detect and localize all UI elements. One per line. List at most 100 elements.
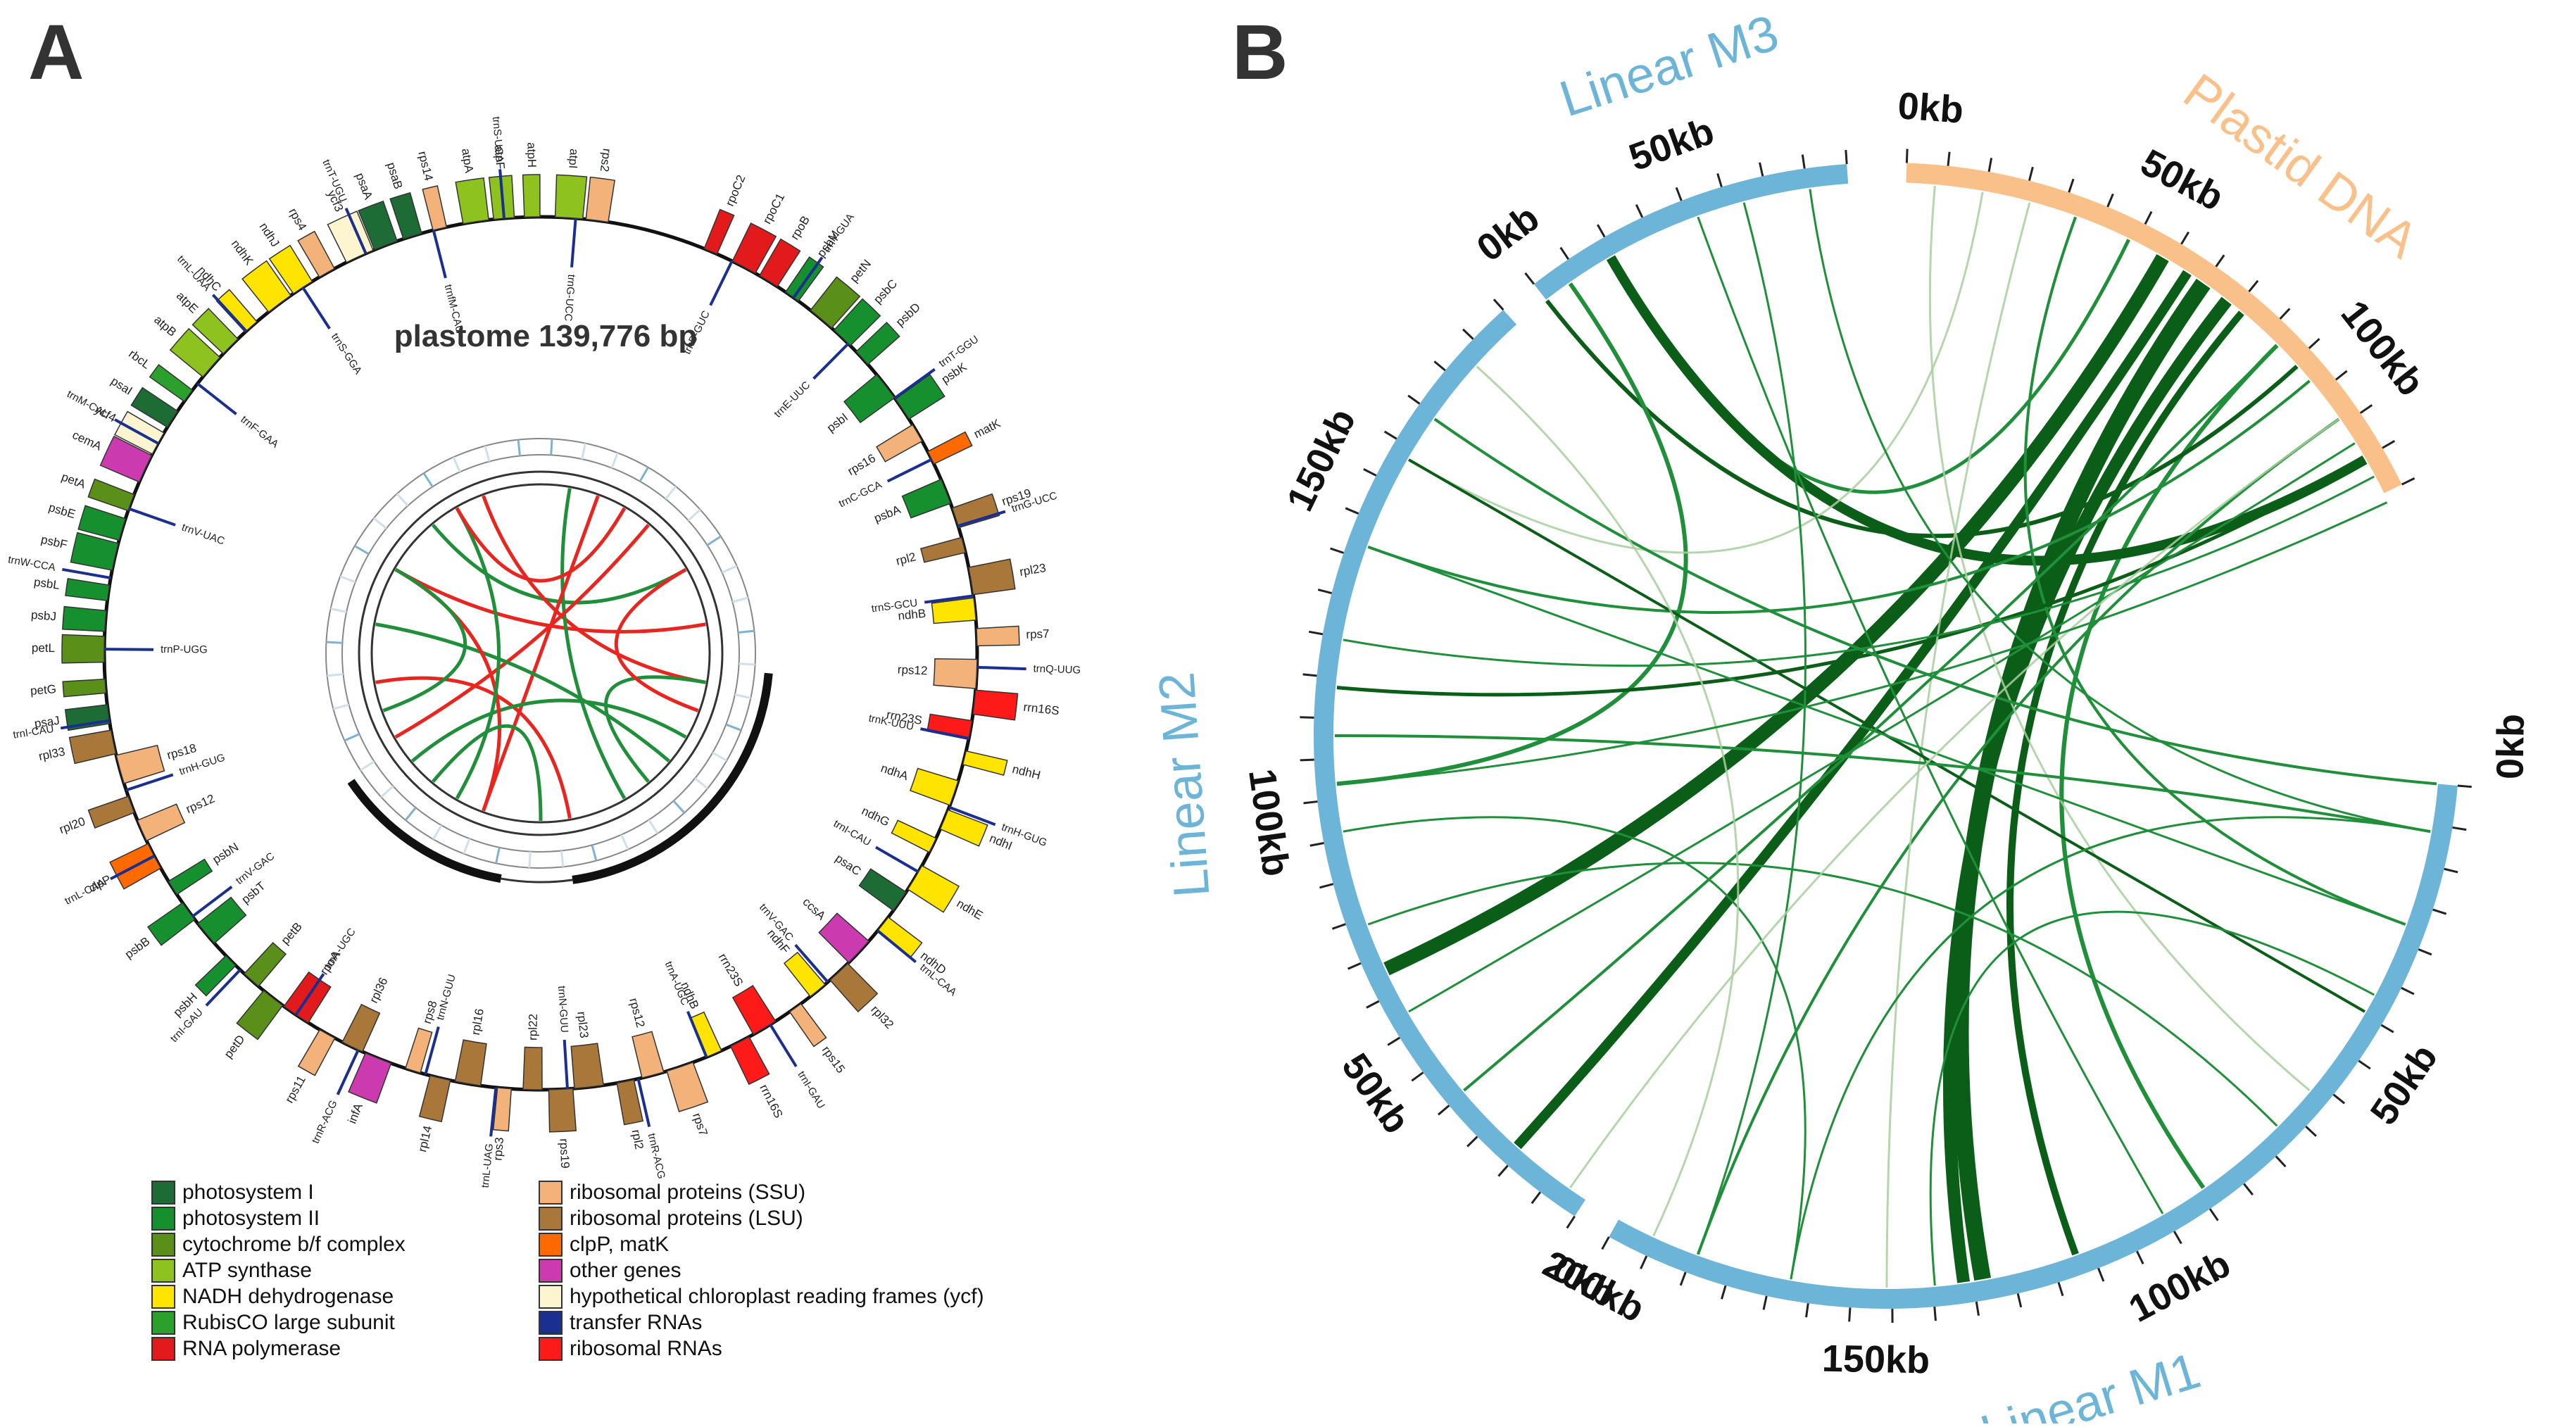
gc-tick (344, 734, 359, 741)
trna-tick (303, 287, 329, 329)
gc-tick (612, 453, 617, 467)
gc-tick (689, 510, 700, 520)
gene-shape (934, 659, 977, 689)
legend-label: ribosomal proteins (LSU) (570, 1207, 803, 1231)
gene-label: matK (972, 416, 1003, 441)
gene-label: rrn23S (716, 951, 746, 989)
gene-label: petA (60, 470, 88, 491)
gc-tick (355, 546, 369, 555)
gene-label: atpH (524, 142, 539, 168)
legend-swatch (151, 1259, 175, 1283)
gene-block: ndhE (908, 866, 986, 923)
gene-block: psbE (47, 501, 125, 540)
legend-swatch (151, 1285, 175, 1309)
gene-block: rps2 (586, 148, 615, 222)
plastome-trna-track: trnD-GUCtrnY-GUAtrnE-UUCtrnT-GGUtrnC-GCA… (7, 116, 1081, 1188)
gene-label: psaB (384, 161, 406, 191)
gc-tick (561, 850, 563, 867)
plastome-map: rpoC2rpoC1rpoBpsbMpetNpsbCpsbDpsbIpsbKrp… (7, 116, 1081, 1188)
legend-swatch (539, 1311, 563, 1335)
gene-shape (137, 804, 184, 841)
segment-tick-label: 0kb (1469, 196, 1547, 270)
gene-block: petB (244, 920, 305, 986)
trna-label: trnW-CCA (7, 553, 56, 574)
gc-tick (695, 778, 708, 788)
trna-marker: trnF-GAA (198, 384, 281, 451)
segment-tick (2309, 339, 2320, 348)
gene-label: rps7 (1026, 627, 1050, 641)
segment-tick (1948, 152, 1949, 166)
gc-tick (464, 838, 470, 853)
trna-marker: trnQ-UUG (977, 662, 1081, 676)
gene-shape (88, 479, 134, 511)
gene-shape (63, 607, 106, 631)
gene-shape (941, 810, 988, 845)
trna-tick (814, 344, 848, 379)
legend-label: clpP, matK (570, 1233, 669, 1257)
trna-label: trnI-GAU (795, 1069, 827, 1111)
gene-block: rpl36 (342, 976, 390, 1052)
gc-tick (649, 820, 658, 834)
gene-shape (844, 375, 895, 422)
segment-tick (1467, 1137, 1477, 1147)
segment-tick (2145, 212, 2151, 225)
segment-tick (1640, 1256, 1646, 1269)
gene-block: rps12 (897, 659, 976, 689)
trna-tick (565, 1040, 567, 1089)
gc-tick (360, 762, 374, 771)
gene-block: atpA (455, 147, 489, 223)
gene-label: rbcL (126, 347, 153, 372)
trna-label: trnG-UCC (562, 274, 577, 322)
circos-link (1517, 272, 2187, 1145)
segment-tick (1526, 273, 1534, 284)
trna-marker: trnE-UUC (772, 344, 848, 420)
legend-swatch (539, 1337, 563, 1361)
gene-block: rps12 (627, 997, 663, 1078)
gene-shape (891, 820, 936, 852)
trna-label: trnQ-UUG (1033, 662, 1081, 676)
legend-label: other genes (570, 1259, 681, 1283)
gene-label: rpl23 (574, 1011, 591, 1039)
gene-shape (196, 956, 236, 996)
trna-marker: trnA-UGC (662, 960, 707, 1057)
legend-item: NADH dehydrogenase (151, 1283, 524, 1309)
gene-label: rps12 (627, 997, 647, 1029)
legend-swatch (539, 1207, 563, 1231)
gene-block: psbN (168, 840, 241, 894)
gene-block: ndhF (765, 926, 825, 996)
legend-swatch (151, 1311, 175, 1335)
gene-label: rps12 (897, 663, 927, 678)
gc-tick (551, 439, 552, 455)
gene-label: ndhA (879, 761, 910, 783)
gene-block: rpl20 (58, 796, 134, 836)
legend-swatch (151, 1181, 175, 1205)
gene-block: psbB (122, 903, 195, 961)
gene-label: rpl33 (37, 745, 66, 763)
gene-label: petD (222, 1033, 248, 1061)
trna-label: trnY-GUA (821, 211, 857, 255)
circos-link (1368, 547, 2405, 924)
segment-tick-label: 50kb (1623, 110, 1719, 179)
legend-item: RubisCO large subunit (151, 1309, 524, 1335)
legend-swatch (539, 1233, 563, 1257)
legend-label: ribosomal RNAs (570, 1337, 722, 1361)
gc-tick (424, 473, 433, 486)
gene-shape (953, 494, 1000, 528)
segment-tick-label: 100kb (1240, 766, 1298, 879)
segment-tick (1366, 1001, 1379, 1007)
legend-label: hypothetical chloroplast reading frames … (570, 1285, 984, 1309)
segment-tick (1438, 1105, 1449, 1114)
segment-tick (1345, 508, 1358, 514)
trna-marker: trnV-UAC (129, 509, 226, 548)
circos-links (1335, 186, 2437, 1288)
gene-shape (790, 1004, 827, 1047)
trna-label: trnI-CAU (12, 723, 54, 741)
gene-shape (244, 943, 286, 986)
gc-tick (708, 536, 721, 546)
legend-swatch (539, 1285, 563, 1309)
gene-block: rpl23 (571, 1011, 603, 1088)
segment-tick (1434, 361, 1445, 370)
trna-tick (129, 509, 175, 525)
segment-name: Linear M1 (1975, 1343, 2207, 1423)
